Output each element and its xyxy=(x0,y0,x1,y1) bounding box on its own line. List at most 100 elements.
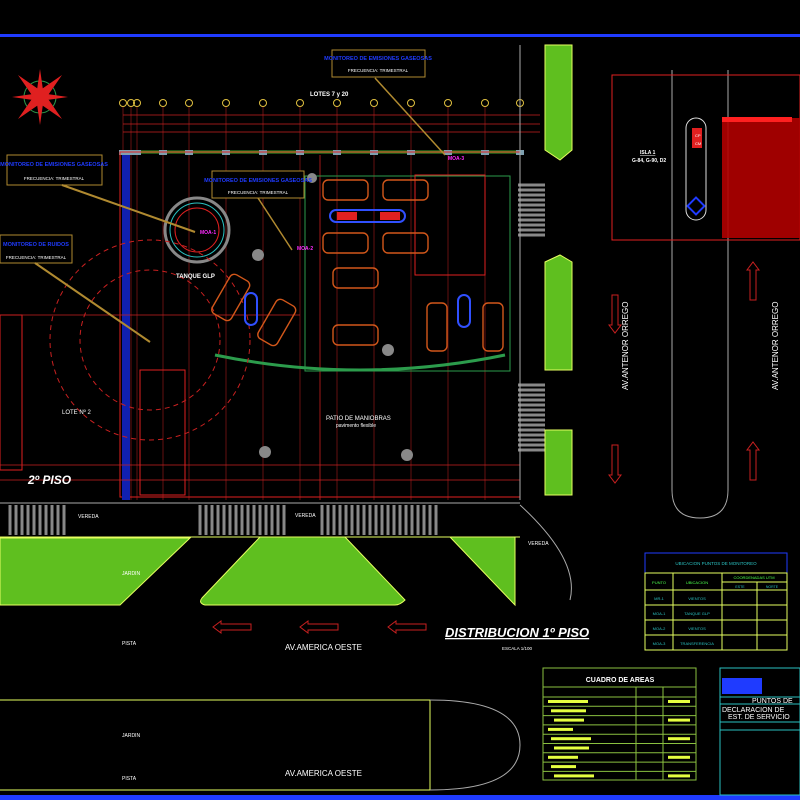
areas-table-value xyxy=(668,718,690,722)
monitoring-table-cell: MOA-3 xyxy=(653,641,666,646)
monitoring-table-cell: MOA-2 xyxy=(653,626,666,631)
header-punto: PUNTO xyxy=(652,580,666,585)
building-walls xyxy=(0,151,521,500)
svg-text:MONITOREO DE EMISIONES GASEOSA: MONITOREO DE EMISIONES GASEOSAS xyxy=(0,162,108,168)
areas-table-value xyxy=(668,774,690,778)
second-floor-label: 2º PISO xyxy=(27,473,72,487)
point-moa-2: MOA-2 xyxy=(297,246,313,252)
grid-axis-bubble xyxy=(185,99,193,107)
parked-cars xyxy=(211,179,504,352)
yard-label: PATIO DE MANIOBRAS xyxy=(326,416,391,422)
traffic-arrows xyxy=(212,261,760,634)
island-cm: CM xyxy=(695,141,701,146)
areas-table-cell xyxy=(551,765,576,769)
areas-table-value xyxy=(668,700,690,703)
road-label-2: PISTA xyxy=(122,776,137,782)
street-main-label-1: AV.AMERICA OESTE xyxy=(285,643,362,652)
svg-text:FRECUENCIA: TRIMESTRAL: FRECUENCIA: TRIMESTRAL xyxy=(6,255,67,260)
island-title: ISLA 1 xyxy=(640,150,656,156)
grid-axis-bubble xyxy=(296,99,304,107)
svg-text:MONITOREO DE RUIDOS: MONITOREO DE RUIDOS xyxy=(3,242,69,248)
monitoring-table-cell: MOA-1 xyxy=(653,611,666,616)
island-cp: CP xyxy=(695,133,701,138)
svg-text:MONITOREO DE EMISIONES GASEOSA: MONITOREO DE EMISIONES GASEOSAS xyxy=(324,56,432,62)
monitoring-table-cell: TRANSFERENCIA xyxy=(680,641,714,646)
header-ubicacion: UBICACION xyxy=(686,580,708,585)
grid-axis-bubble xyxy=(119,99,127,107)
point-moa-1: MOA-1 xyxy=(200,230,216,236)
grid-axis-bubble xyxy=(444,99,452,107)
monitor-callout-1: MONITOREO DE EMISIONES GASEOSAS FRECUENC… xyxy=(324,49,446,156)
svg-text:FRECUENCIA: TRIMESTRAL: FRECUENCIA: TRIMESTRAL xyxy=(228,190,289,195)
title-block-line3: EST. DE SERVICIO xyxy=(728,714,790,721)
header-utm: COORDENADAS UTM xyxy=(733,575,774,580)
grid-axis-bubble xyxy=(259,99,267,107)
street-main-label-2: AV.AMERICA OESTE xyxy=(285,769,362,778)
monitor-callout-4: MONITOREO DE RUIDOS FRECUENCIA: TRIMESTR… xyxy=(0,234,151,343)
pavement-label: pavimento flexible xyxy=(336,423,376,429)
sidewalk-label-2: VEREDA xyxy=(295,513,316,519)
grid-axis-bubble xyxy=(222,99,230,107)
areas-table-cell xyxy=(554,746,589,750)
monitor-callout-3: MONITOREO DE EMISIONES GASEOSAS FRECUENC… xyxy=(204,170,312,251)
areas-table-title: CUADRO DE AREAS xyxy=(586,677,655,684)
monitoring-table-title: UBICACION PUNTOS DE MONITOREO xyxy=(675,561,757,566)
monitoring-table-cell: VIENTOS xyxy=(688,626,706,631)
areas-table-cell xyxy=(548,755,578,759)
title-block: PUNTOS DE DECLARACION DE EST. DE SERVICI… xyxy=(719,667,800,796)
areas-table-cell xyxy=(551,709,586,713)
monitoring-table: UBICACION PUNTOS DE MONITOREO PUNTO UBIC… xyxy=(644,552,788,651)
garden-label-2: JARDIN xyxy=(122,733,140,739)
north-compass-icon xyxy=(12,69,68,125)
grid-axis-bubble xyxy=(481,99,489,107)
areas-table: CUADRO DE AREAS xyxy=(542,667,697,781)
sidewalk xyxy=(0,183,545,538)
grid-axis-bubble xyxy=(407,99,415,107)
svg-text:FRECUENCIA: TRIMESTRAL: FRECUENCIA: TRIMESTRAL xyxy=(348,68,409,73)
header-este: ESTE xyxy=(735,585,745,589)
road-label-1: PISTA xyxy=(122,641,137,647)
areas-table-cell xyxy=(554,774,594,778)
areas-table-cell xyxy=(548,727,573,731)
frame-bottom xyxy=(0,795,800,800)
lot2-label: LOTE Nº 2 xyxy=(62,409,92,416)
street-side-label-1: AV.ANTENOR ORREGO xyxy=(621,302,630,390)
frame-top xyxy=(0,34,800,37)
areas-table-cell xyxy=(551,737,591,741)
sidewalk-label-1: VEREDA xyxy=(78,514,99,520)
areas-table-value xyxy=(668,755,690,759)
trees xyxy=(252,173,413,461)
monitoring-table-cell: VIENTOS xyxy=(688,596,706,601)
drawing-scale: ESCALA 1/100 xyxy=(502,646,533,651)
island-detail xyxy=(611,74,800,241)
drawing-title: DISTRIBUCION 1º PISO xyxy=(445,625,589,640)
garden-label-1: JARDIN xyxy=(122,571,140,577)
lots-label: LOTES 7 y 20 xyxy=(310,92,349,98)
tank-label: TANQUE GLP xyxy=(176,274,215,280)
grid-axis-bubble xyxy=(133,99,141,107)
monitor-callout-2: MONITOREO DE EMISIONES GASEOSAS FRECUENC… xyxy=(0,154,196,233)
point-moa-3: MOA-3 xyxy=(448,156,464,162)
grid-axis-bubble xyxy=(127,99,135,107)
svg-text:MONITOREO DE EMISIONES GASEOSA: MONITOREO DE EMISIONES GASEOSAS xyxy=(204,178,312,184)
glp-tank xyxy=(49,196,251,441)
grid-axis-bubble xyxy=(159,99,167,107)
street-side-label-2: AV.ANTENOR ORREGO xyxy=(771,302,780,390)
areas-table-cell xyxy=(548,700,588,703)
monitoring-table-cell: TANQUE GLP xyxy=(684,611,710,616)
grid-axis-bubble xyxy=(370,99,378,107)
island-fuels: G-84, G-90, D2 xyxy=(632,158,666,164)
grid-axis-bubble xyxy=(333,99,341,107)
title-block-line1: PUNTOS DE xyxy=(752,698,793,705)
areas-table-cell xyxy=(554,718,584,722)
monitoring-table-cell: MR-1 xyxy=(654,596,665,601)
sidewalk-label-3: VEREDA xyxy=(528,541,549,547)
side-median xyxy=(519,45,729,601)
grid-axes xyxy=(119,99,540,500)
lawns xyxy=(0,44,573,791)
areas-table-value xyxy=(668,737,690,741)
title-block-line2: DECLARACION DE xyxy=(722,707,785,714)
header-norte: NORTE xyxy=(766,585,779,589)
svg-text:FRECUENCIA: TRIMESTRAL: FRECUENCIA: TRIMESTRAL xyxy=(24,176,85,181)
